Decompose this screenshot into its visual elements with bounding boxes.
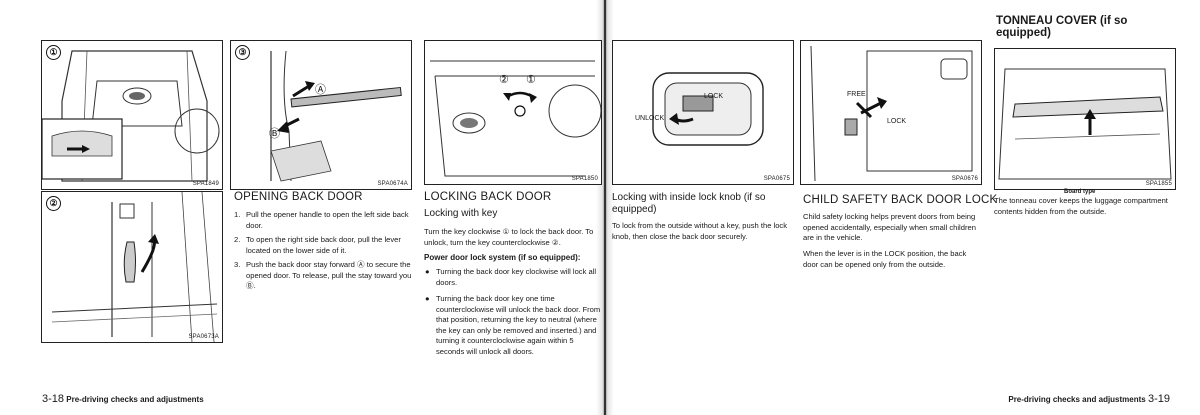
paragraph-inside-lock: To lock from the outside without a key, … [612, 221, 788, 241]
illustration-child-lock [810, 45, 973, 182]
paragraph-tonneau: The tonneau cover keeps the luggage comp… [994, 196, 1168, 216]
page-number: 3-18 [42, 393, 65, 405]
figure-code: SPA0674A [377, 181, 408, 187]
list-item: 3.Push the back door stay forward Ⓐ to s… [234, 260, 412, 290]
figure-code: SPA1855 [1145, 181, 1172, 187]
subheading-inside-lock-knob: Locking with inside lock knob (if so equ… [612, 192, 766, 215]
opening-steps: 1.Pull the opener handle to open the lef… [234, 210, 412, 296]
figure-caption: Board type [1064, 189, 1096, 195]
section-heading-child-safety: CHILD SAFETY BACK DOOR LOCK [803, 194, 998, 206]
subheading-power-door-lock: Power door lock system (if so equipped): [424, 253, 581, 262]
figure-child-safety-lever: FREE LOCK SPA0676 [800, 40, 982, 185]
figure-right-door-lever: ② SPA0673A [41, 191, 223, 343]
book-spine [604, 0, 606, 415]
figure-door-stay: ③ Ⓐ Ⓑ SPA0674A [230, 40, 412, 190]
figure-code: SPA1850 [571, 176, 598, 182]
list-item: 2.To open the right side back door, pull… [234, 235, 401, 255]
label-key-2: ② [499, 74, 509, 86]
list-item: ●Turning the back door key one time coun… [425, 294, 601, 356]
figure-code: SPA0676 [951, 176, 978, 182]
list-item: 1.Pull the opener handle to open the lef… [234, 210, 409, 230]
illustration-door-lever [51, 192, 218, 342]
footer-title: Pre-driving checks and adjustments [1008, 395, 1146, 404]
illustration-key-cylinder [430, 60, 601, 177]
label-b: Ⓑ [269, 128, 280, 140]
figure-inside-lock-knob: LOCK UNLOCK SPA0675 [612, 40, 794, 185]
section-heading-locking-back-door: LOCKING BACK DOOR [424, 191, 552, 203]
figure-back-door-opener: ① SPA1849 [41, 40, 223, 190]
paragraph-child-safety-1: Child safety locking helps prevent doors… [803, 212, 976, 242]
figure-key-lock: ② ① SPA1850 [424, 40, 602, 185]
paragraph-key: Turn the key clockwise ① to lock the bac… [424, 227, 594, 247]
footer-left: 3-18 Pre-driving checks and adjustments [42, 393, 204, 405]
section-heading-tonneau: TONNEAU COVER (if so equipped) [996, 15, 1128, 39]
label-a: Ⓐ [315, 84, 326, 96]
figure-code: SPA0675 [763, 176, 790, 182]
figure-tonneau-cover: SPA1855 [994, 48, 1176, 190]
figure-number: ③ [235, 45, 250, 60]
figure-number: ② [46, 196, 61, 211]
figure-number: ① [46, 45, 61, 60]
list-item: ●Turning the back door key clockwise wil… [425, 267, 597, 287]
page-number: 3-19 [1147, 393, 1170, 405]
footer-title: Pre-driving checks and adjustments [66, 395, 204, 404]
label-lock: LOCK [887, 118, 907, 125]
power-lock-bullets: ●Turning the back door key clockwise wil… [424, 267, 602, 363]
section-heading-opening-back-door: OPENING BACK DOOR [234, 191, 363, 203]
illustration-door-stay [270, 50, 402, 182]
label-unlock: UNLOCK [635, 115, 665, 122]
paragraph-child-safety-2: When the lever is in the LOCK position, … [803, 249, 967, 269]
label-free: FREE [847, 91, 866, 98]
label-key-1: ① [526, 74, 536, 86]
illustration-lock-knob [652, 72, 764, 146]
label-lock: LOCK [704, 93, 724, 100]
illustration-back-door [42, 50, 220, 182]
figure-code: SPA0673A [188, 334, 219, 340]
subheading-locking-with-key: Locking with key [424, 208, 498, 219]
illustration-tonneau [998, 68, 1172, 180]
figure-code: SPA1849 [192, 181, 219, 187]
footer-right: Pre-driving checks and adjustments 3-19 [1008, 393, 1170, 405]
